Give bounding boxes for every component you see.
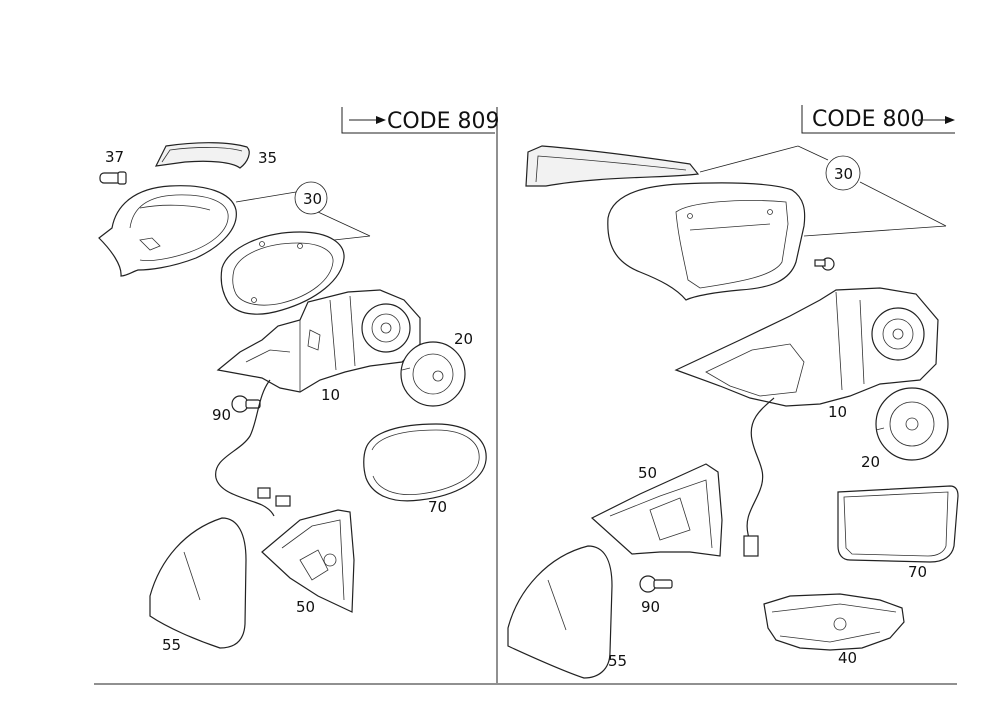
right-callout-70: 70 bbox=[908, 563, 927, 581]
right-part-40-lower-cover bbox=[763, 593, 905, 651]
right-callout-10: 10 bbox=[828, 403, 847, 421]
right-panel: CODE 800 30 bbox=[507, 105, 959, 679]
left-callout-35: 35 bbox=[258, 149, 277, 167]
right-part-70-mirror-glass bbox=[837, 485, 959, 563]
right-part-90-screw bbox=[639, 575, 673, 593]
left-callout-55: 55 bbox=[162, 636, 181, 654]
part-35-turn-signal-strip bbox=[154, 142, 250, 169]
left-callout-50: 50 bbox=[296, 598, 315, 616]
left-callout-10: 10 bbox=[321, 386, 340, 404]
left-part-70-mirror-glass bbox=[363, 423, 487, 502]
left-part-10-mirror-base bbox=[216, 289, 421, 393]
part-37-bulb bbox=[99, 171, 127, 185]
left-panel: CODE 809 bbox=[98, 107, 500, 654]
left-wiring-harness bbox=[215, 379, 291, 517]
code-809-label: CODE 809 bbox=[387, 109, 500, 134]
right-callout-90: 90 bbox=[641, 598, 660, 616]
left-callout-90: 90 bbox=[212, 406, 231, 424]
right-part-30-housing-cover bbox=[607, 182, 806, 301]
left-callout-20: 20 bbox=[454, 330, 473, 348]
code-800-header: CODE 800 bbox=[801, 105, 955, 134]
left-part-20-motor bbox=[400, 341, 466, 407]
right-wiring-harness bbox=[743, 397, 775, 557]
right-callout-30: 30 bbox=[699, 145, 947, 237]
right-part-10-mirror-base bbox=[674, 287, 939, 407]
right-callout-30-label: 30 bbox=[834, 165, 853, 183]
right-part-55-trim bbox=[507, 545, 613, 679]
right-part-50-bracket bbox=[590, 463, 723, 557]
code-800-label: CODE 800 bbox=[812, 107, 925, 132]
right-callout-50: 50 bbox=[638, 464, 657, 482]
left-callout-30-label: 30 bbox=[303, 190, 322, 208]
code-809-header: CODE 809 bbox=[341, 107, 500, 134]
left-callout-70: 70 bbox=[428, 498, 447, 516]
right-callout-20: 20 bbox=[861, 453, 880, 471]
left-part-30-housing-cover bbox=[220, 231, 345, 315]
right-callout-55: 55 bbox=[608, 652, 627, 670]
left-callout-30: 30 bbox=[235, 181, 371, 241]
right-turn-signal-strip bbox=[525, 145, 700, 187]
left-callout-37: 37 bbox=[105, 148, 124, 166]
left-part-90-screw bbox=[231, 395, 261, 413]
left-part-50-bracket bbox=[261, 509, 355, 613]
right-small-screw bbox=[814, 257, 835, 271]
left-part-55-trim bbox=[149, 517, 247, 649]
right-callout-40: 40 bbox=[838, 649, 857, 667]
left-mirror-housing bbox=[98, 185, 237, 277]
right-part-20-motor bbox=[875, 387, 949, 461]
